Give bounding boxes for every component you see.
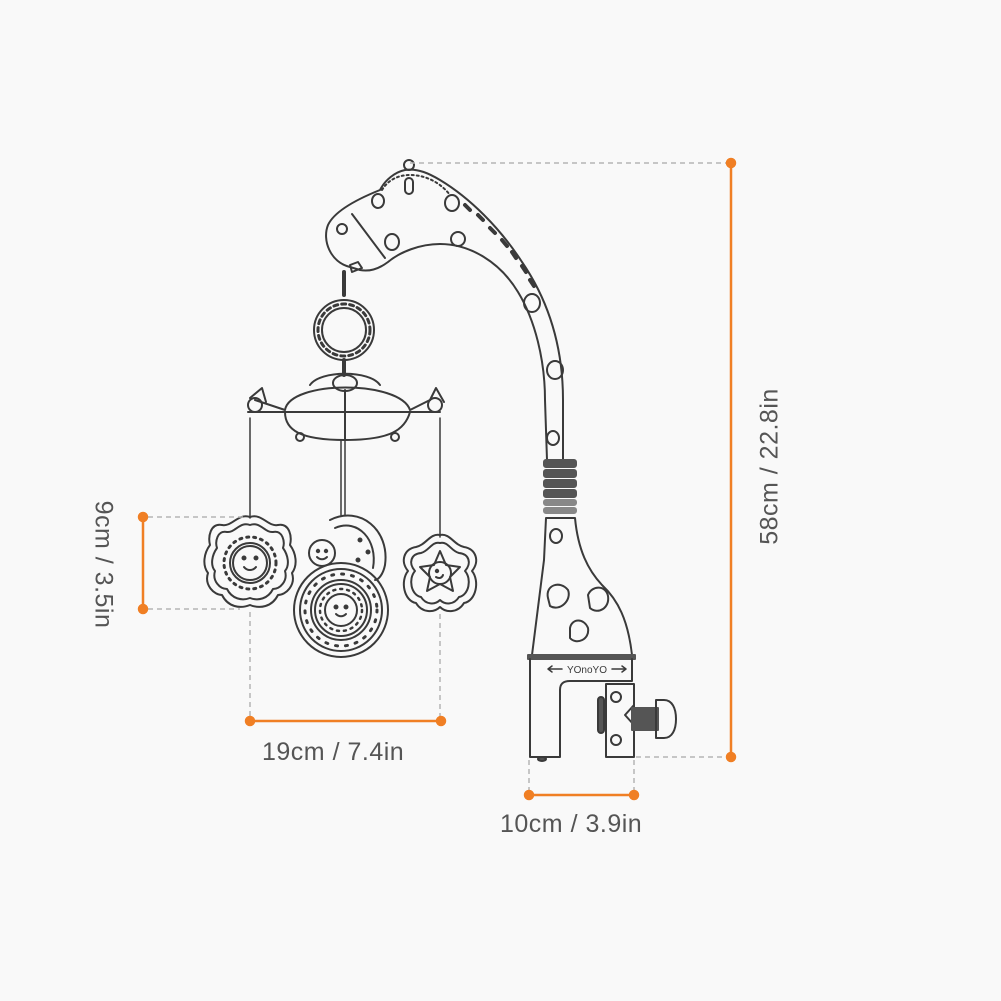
rattle-ring xyxy=(313,270,375,377)
height-dimension-line xyxy=(725,157,737,763)
star-toy xyxy=(402,533,478,613)
clamp-screw xyxy=(631,699,677,739)
clamp-width-dimension-line xyxy=(523,789,640,801)
total-height-label: 58cm / 22.8in xyxy=(755,388,784,545)
hanging-strings xyxy=(249,417,441,538)
mobile-width-dimension-line xyxy=(244,715,447,727)
toy-height-label: 9cm / 3.5in xyxy=(89,500,118,629)
moon-toy xyxy=(308,514,387,581)
guide-lines xyxy=(148,162,728,792)
spring-joint xyxy=(543,459,577,514)
toy-height-dimension-line xyxy=(137,511,149,615)
clamp-width-label: 10cm / 3.9in xyxy=(500,810,643,838)
hanger-canopy xyxy=(247,372,445,442)
mobile-width-label: 19cm / 7.4in xyxy=(262,738,405,766)
sun-disc-toy xyxy=(293,562,389,658)
flower-toy xyxy=(203,515,297,608)
giraffe-arm xyxy=(325,159,564,461)
clamp-base: YOnoYO xyxy=(527,517,677,762)
clamp-logo: YOnoYO xyxy=(567,665,607,676)
